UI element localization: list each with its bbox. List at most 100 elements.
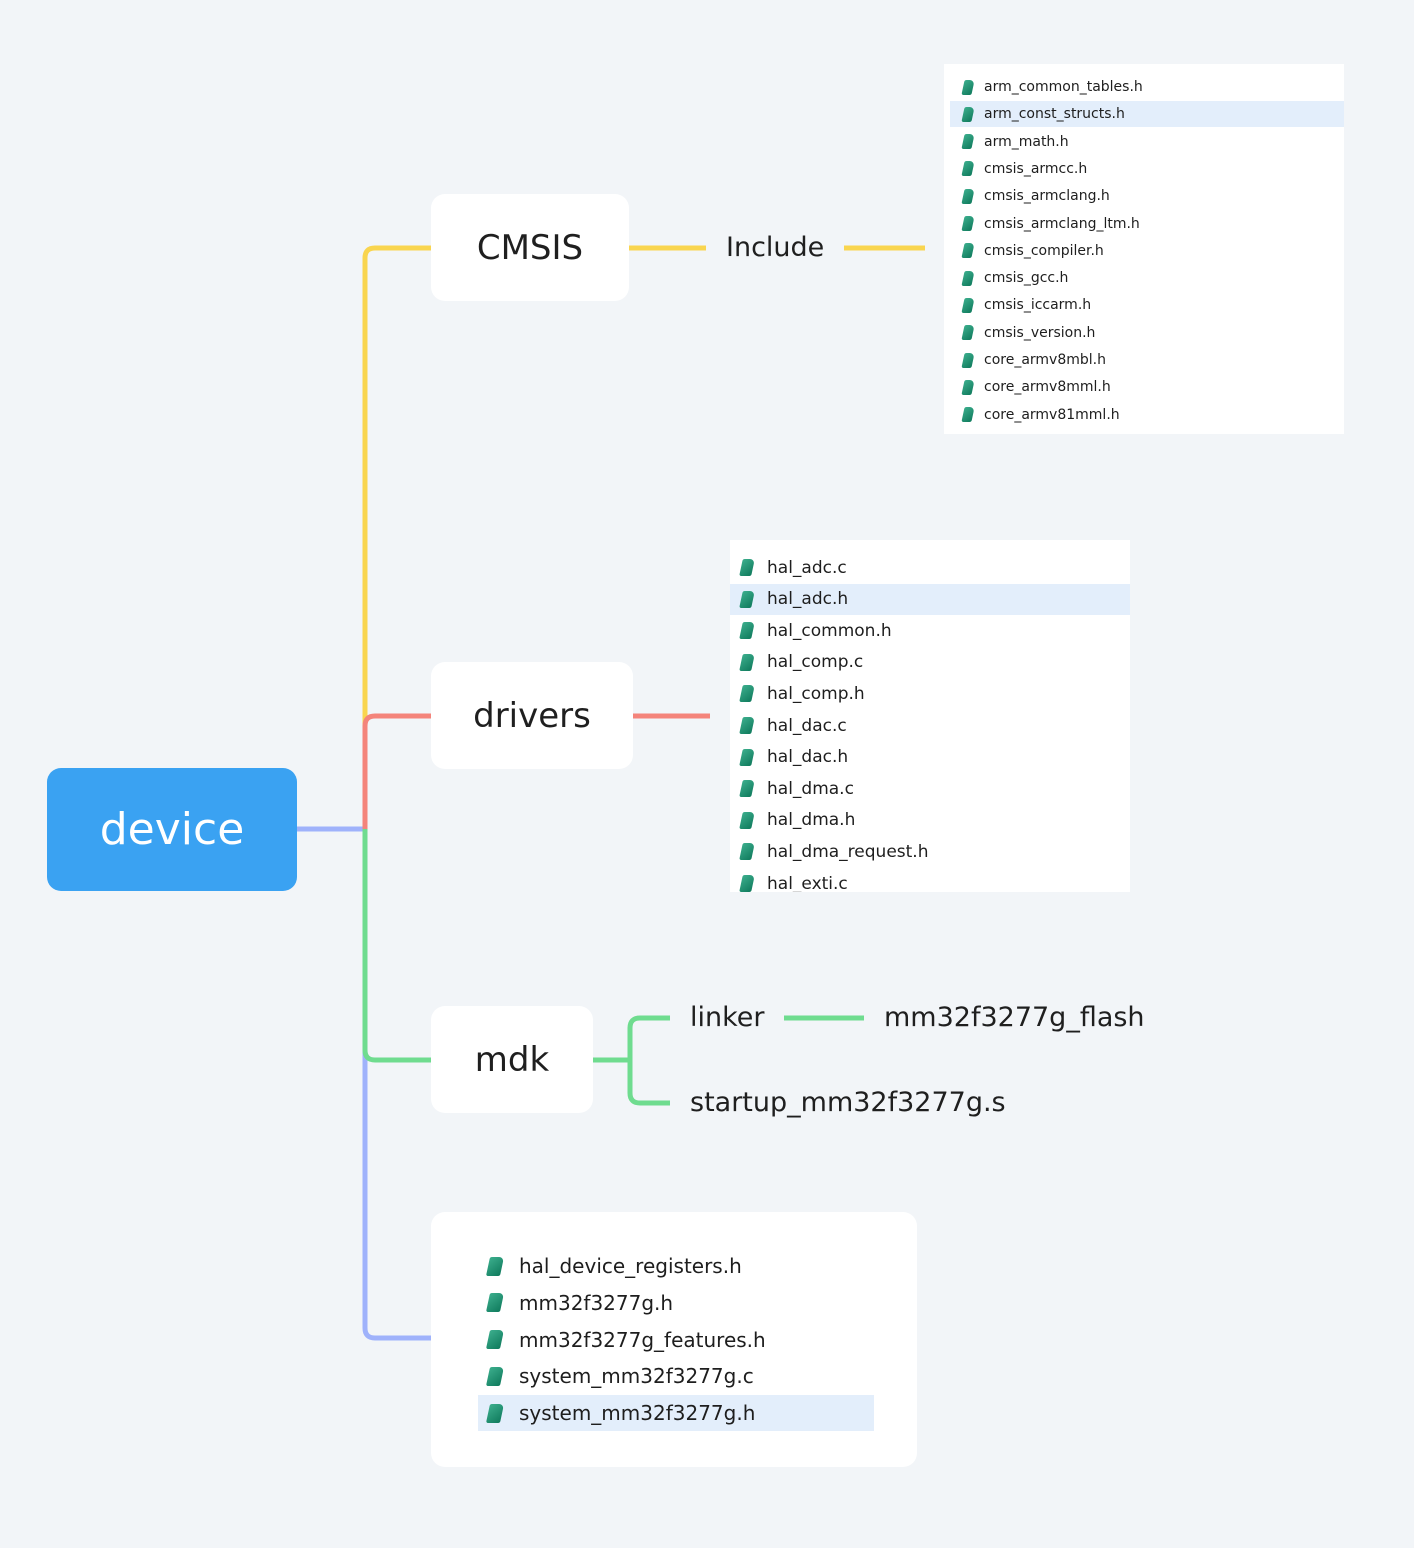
file-icon	[739, 590, 755, 608]
file-icon	[739, 843, 755, 861]
file-row[interactable]: arm_const_structs.h	[950, 101, 1344, 128]
file-row[interactable]: hal_comp.h	[730, 678, 1130, 709]
file-name: cmsis_compiler.h	[984, 242, 1104, 259]
file-icon	[961, 106, 975, 122]
root-node-device[interactable]: device	[47, 768, 297, 891]
root-node-label: device	[99, 804, 245, 855]
file-icon	[961, 216, 975, 231]
file-name: hal_dac.c	[767, 715, 847, 736]
file-name: hal_dma.c	[767, 778, 854, 799]
file-name: system_mm32f3277g.c	[519, 1364, 754, 1389]
file-name: hal_comp.c	[767, 652, 864, 673]
file-name: cmsis_armclang.h	[984, 188, 1110, 205]
file-row[interactable]: cmsis_compiler.h	[950, 238, 1344, 264]
branch-node-mdk[interactable]: mdk	[431, 1006, 593, 1113]
file-row[interactable]: cmsis_iccarm.h	[950, 292, 1344, 318]
startup-file-node[interactable]: startup_mm32f3277g.s	[690, 1087, 1006, 1118]
file-row[interactable]: hal_dma.c	[730, 773, 1130, 804]
file-row[interactable]: arm_common_tables.h	[950, 74, 1344, 100]
device-file-list: hal_device_registers.h mm32f3277g.h mm32f3…	[478, 1248, 874, 1436]
file-row[interactable]: cmsis_armclang.h	[950, 183, 1344, 209]
branch-node-cmsis[interactable]: CMSIS	[431, 194, 629, 301]
file-name: core_armv8mbl.h	[984, 352, 1106, 368]
file-name: hal_device_registers.h	[519, 1254, 742, 1278]
file-icon	[739, 780, 755, 798]
file-icon	[485, 1330, 505, 1350]
file-name: cmsis_iccarm.h	[984, 297, 1092, 314]
file-name: arm_common_tables.h	[984, 79, 1143, 95]
file-name: core_armv81mml.h	[984, 406, 1120, 423]
file-name: cmsis_armclang_ltm.h	[984, 215, 1140, 232]
file-row[interactable]: hal_common.h	[730, 615, 1130, 646]
include-node[interactable]: Include	[726, 232, 825, 263]
file-row[interactable]: cmsis_version.h	[950, 320, 1344, 346]
file-icon	[739, 622, 755, 640]
file-name: core_armv8mml.h	[984, 379, 1111, 396]
drivers-branch-line	[362, 713, 431, 829]
file-row[interactable]: core_armv8mml.h	[950, 374, 1344, 400]
file-row[interactable]: mm32f3277g_features.h	[478, 1322, 874, 1358]
file-row[interactable]: hal_dma.h	[730, 805, 1130, 836]
file-row[interactable]: hal_adc.h	[730, 583, 1130, 615]
file-icon	[961, 379, 975, 395]
file-icon	[485, 1293, 505, 1313]
file-icon	[961, 325, 975, 341]
file-row[interactable]: mm32f3277g.h	[478, 1285, 874, 1321]
file-name: hal_adc.h	[767, 589, 849, 610]
file-icon	[739, 875, 755, 892]
file-row[interactable]: cmsis_armcc.h	[950, 156, 1344, 182]
file-name: hal_exti.c	[767, 873, 848, 893]
linker-file-node[interactable]: mm32f3277g_flash	[884, 1002, 1145, 1033]
drivers-file-list: hal_adc.c hal_adc.h hal_common.h hal_comp.c…	[730, 540, 1130, 892]
cmsis-branch-line	[362, 245, 431, 829]
file-name: cmsis_armcc.h	[984, 160, 1088, 177]
file-name: cmsis_version.h	[984, 324, 1096, 341]
file-icon	[739, 653, 755, 671]
file-name: hal_common.h	[767, 620, 892, 641]
linker-node[interactable]: linker	[690, 1002, 765, 1033]
file-name: hal_dma.h	[767, 810, 856, 831]
branch-node-cmsis-label: CMSIS	[476, 227, 584, 268]
file-name: hal_comp.h	[767, 683, 865, 704]
file-icon	[961, 352, 975, 368]
file-name: hal_dac.h	[767, 747, 849, 768]
file-name: mm32f3277g.h	[519, 1290, 674, 1315]
root-trunk-line	[297, 826, 431, 1341]
file-row[interactable]: hal_dma_request.h	[730, 836, 1130, 867]
branch-node-mdk-label: mdk	[474, 1039, 550, 1080]
file-row[interactable]: hal_dac.h	[730, 742, 1130, 773]
device-files-node[interactable]: hal_device_registers.h mm32f3277g.h mm32f3…	[431, 1212, 917, 1467]
file-icon	[961, 79, 975, 95]
file-row[interactable]: system_mm32f3277g.h	[478, 1395, 874, 1432]
file-name: mm32f3277g_features.h	[519, 1327, 766, 1352]
branch-node-drivers-label: drivers	[473, 695, 591, 736]
file-row[interactable]: system_mm32f3277g.c	[478, 1358, 874, 1394]
file-row[interactable]: hal_dac.c	[730, 710, 1130, 741]
file-icon	[961, 243, 975, 259]
file-row[interactable]: core_armv8mbl.h	[950, 347, 1344, 373]
file-icon	[961, 188, 975, 204]
file-name: arm_math.h	[984, 133, 1069, 150]
file-icon	[961, 161, 975, 177]
file-row[interactable]: core_armv81mml.h	[950, 402, 1344, 428]
file-row[interactable]: hal_device_registers.h	[478, 1248, 874, 1284]
file-row[interactable]: hal_comp.c	[730, 647, 1130, 678]
file-name: hal_dma_request.h	[767, 841, 929, 862]
file-row[interactable]: hal_adc.c	[730, 552, 1130, 583]
file-row[interactable]: cmsis_gcc.h	[950, 265, 1344, 291]
branch-node-drivers[interactable]: drivers	[431, 662, 633, 769]
file-icon	[961, 407, 975, 423]
mdk-linker-line	[627, 1015, 670, 1060]
file-name: arm_const_structs.h	[984, 106, 1125, 123]
file-icon	[961, 297, 975, 313]
file-row[interactable]: arm_math.h	[950, 129, 1344, 155]
file-row[interactable]: cmsis_armclang_ltm.h	[950, 211, 1344, 237]
file-icon	[961, 270, 975, 286]
file-icon	[485, 1403, 505, 1423]
file-icon	[961, 134, 975, 150]
file-icon	[739, 717, 755, 734]
file-row[interactable]: hal_exti.c	[730, 868, 1130, 892]
file-icon	[485, 1366, 505, 1386]
